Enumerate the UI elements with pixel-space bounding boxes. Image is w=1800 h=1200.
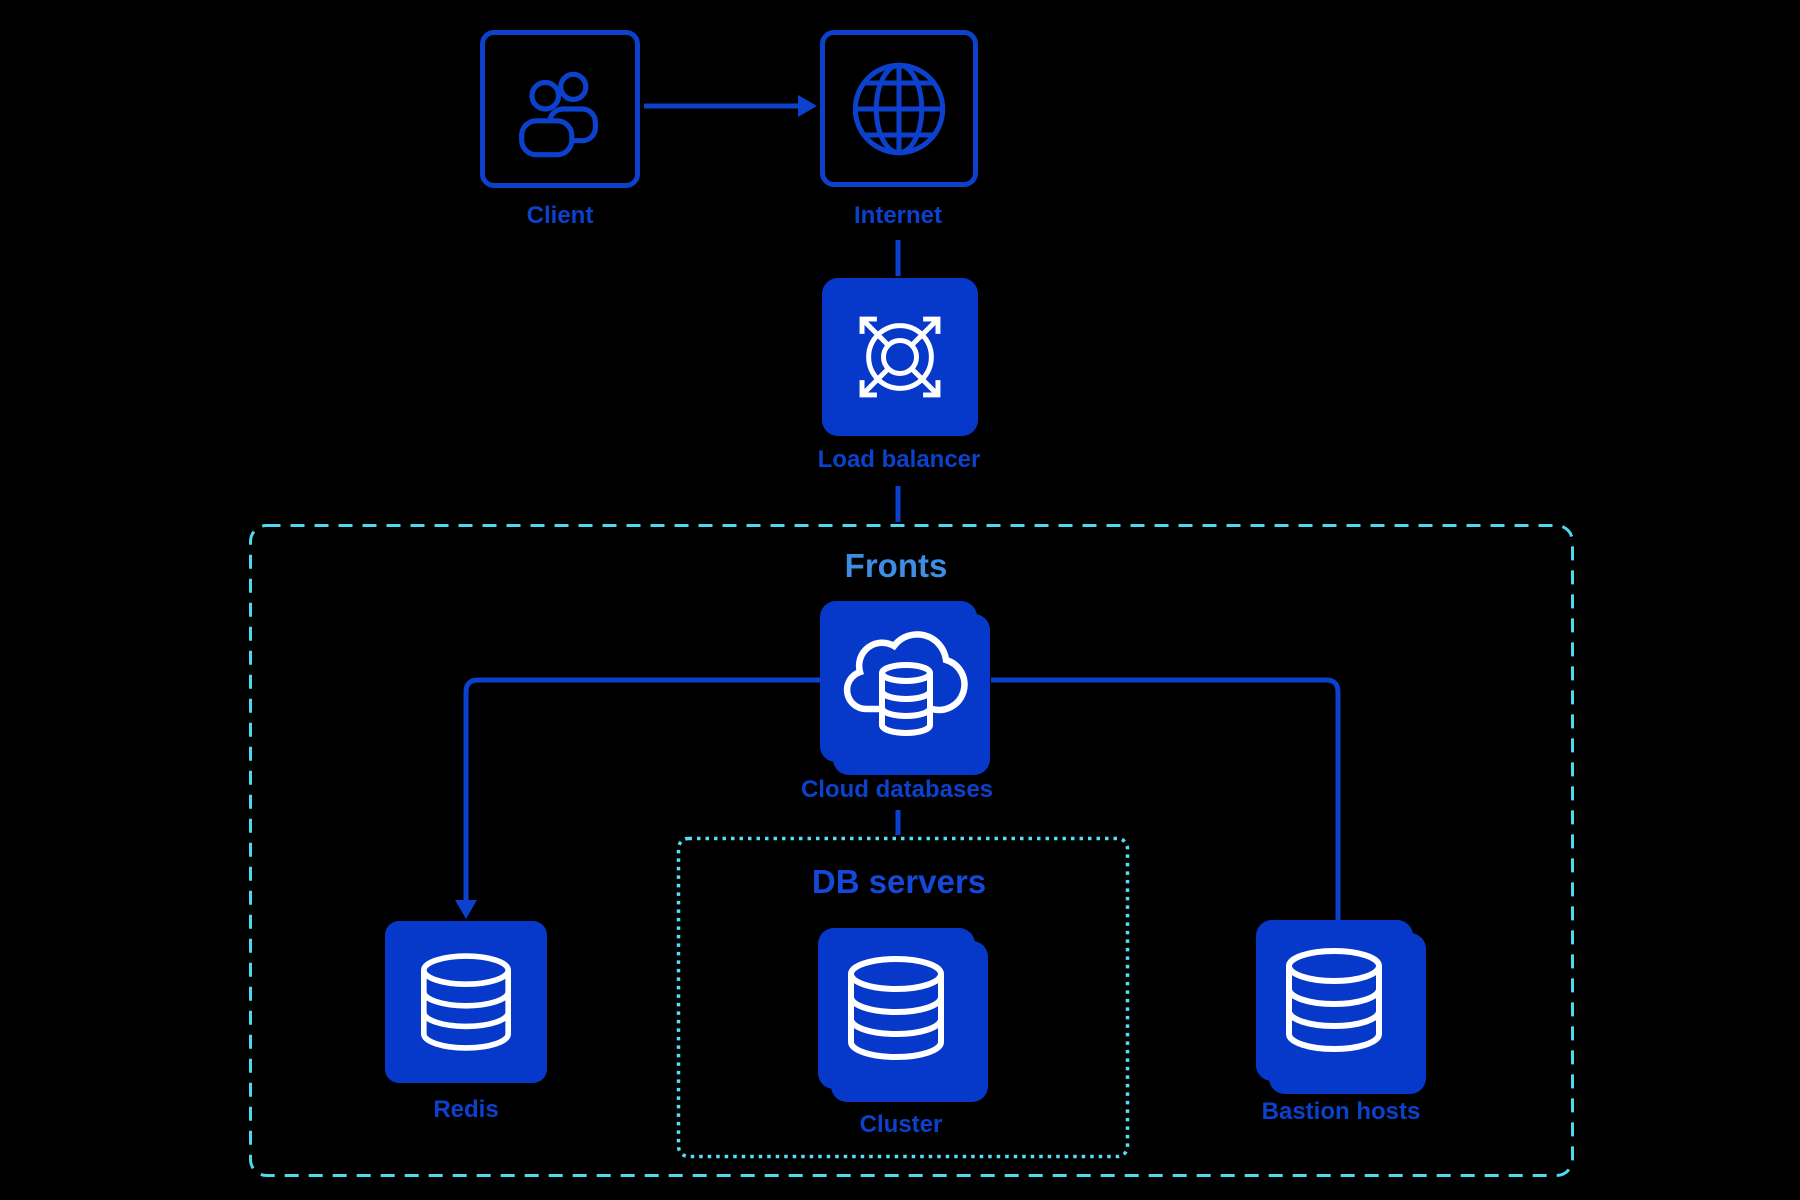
node-cloud-databases-label: Cloud databases [800, 776, 994, 803]
node-internet-label: Internet [853, 202, 943, 229]
sticker-front-layer [818, 928, 975, 1089]
db-servers-group-title: DB servers [811, 863, 987, 900]
node-bastion-hosts-label: Bastion hosts [1261, 1098, 1421, 1125]
node-cluster-label: Cluster [859, 1111, 943, 1138]
node-load-balancer [822, 278, 978, 436]
database-icon [421, 953, 511, 1051]
database-icon [818, 928, 988, 1102]
db-servers-group-border [676, 836, 1130, 1159]
node-bastion-hosts [1256, 920, 1428, 1096]
sticker-front-layer [1256, 920, 1413, 1081]
users-icon [519, 71, 598, 158]
cloud-database-icon [820, 601, 990, 775]
edge-clouddb-redis-arrowhead [455, 900, 477, 919]
edge-client-internet-arrowhead [798, 95, 817, 117]
node-load-balancer-label: Load balancer [817, 446, 981, 473]
node-client-label: Client [526, 202, 594, 229]
database-icon [1256, 920, 1426, 1094]
node-internet [820, 30, 978, 187]
node-cloud-databases [820, 601, 992, 777]
edge-clouddb-bastion [991, 677, 1341, 921]
fronts-group-border [249, 524, 1574, 1177]
fronts-group-title: Fronts [844, 547, 948, 584]
node-redis-label: Redis [433, 1096, 499, 1123]
edge-clouddb-redis [463, 677, 821, 901]
node-redis [385, 921, 547, 1083]
scale-out-arrows-icon [859, 316, 941, 398]
node-client [480, 30, 640, 188]
node-cluster [818, 928, 990, 1104]
globe-icon [852, 62, 946, 155]
